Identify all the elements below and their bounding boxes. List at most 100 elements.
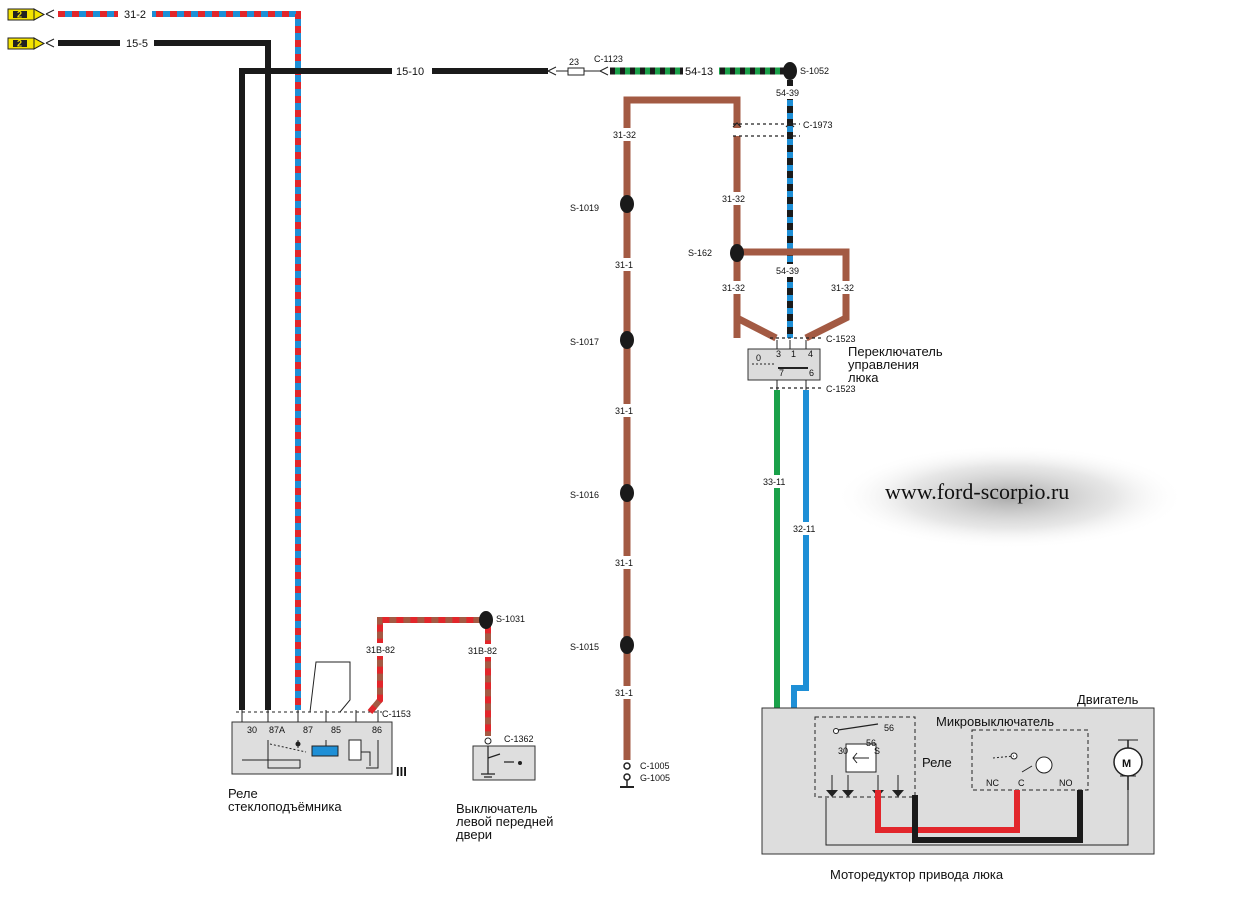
splice-label-s162: S-162 <box>688 248 712 258</box>
label-bg <box>612 556 642 569</box>
wire-label-31-1-a: 31-1 <box>615 260 633 270</box>
wire-label-31-32-a: 31-32 <box>613 130 636 140</box>
wire-label-31-1-d: 31-1 <box>615 688 633 698</box>
splice-s1016 <box>620 484 634 502</box>
roof-switch-title-1: Переключатель <box>848 344 943 359</box>
connector-c1123 <box>547 66 609 76</box>
ground-g1005 <box>620 762 634 788</box>
window-relay <box>231 710 393 775</box>
splice-label-s1031: S-1031 <box>496 614 525 624</box>
motor-pin-s: S <box>874 746 880 756</box>
splice-label-s1019: S-1019 <box>570 203 599 213</box>
wire-label-31-32-d: 31-32 <box>831 283 854 293</box>
wire-label-31b-82-a: 31B-82 <box>366 645 395 655</box>
connector-label-c1523-bottom: C-1523 <box>826 384 856 394</box>
relay-pin-30: 30 <box>247 725 257 735</box>
motor-microswitch-label: Микровыключатель <box>936 714 1054 729</box>
wire-label-23: 23 <box>569 57 579 67</box>
connector-label-c1973: C-1973 <box>803 120 833 130</box>
fuse-tag-top-number: 2 <box>17 10 22 20</box>
label-bg <box>118 7 152 21</box>
roof-switch-pin-7: 7 <box>779 368 784 378</box>
splice-label-s1016: S-1016 <box>570 490 599 500</box>
label-bg <box>683 64 719 78</box>
label-bg <box>760 475 796 488</box>
splice-s1031 <box>479 611 493 629</box>
wire-31-32-loop <box>623 96 850 342</box>
motor-nc-label: NC <box>986 778 999 788</box>
label-bg <box>719 192 755 205</box>
label-bg <box>612 258 642 271</box>
splice-label-s1015: S-1015 <box>570 642 599 652</box>
watermark-shadow <box>835 445 1185 549</box>
splice-label-s1017: S-1017 <box>570 337 599 347</box>
wire-31b-82 <box>367 617 491 736</box>
fuse-tag-top: 2 <box>7 8 46 21</box>
label-bg <box>773 264 809 277</box>
relay-pin-85: 85 <box>331 725 341 735</box>
connector-label-c1523-top: C-1523 <box>826 334 856 344</box>
splice-s162 <box>730 244 744 262</box>
wire-15-10 <box>239 68 548 710</box>
splice-s1052 <box>783 62 797 80</box>
door-switch-title-1: Выключатель <box>456 801 538 816</box>
wire-15-5 <box>45 38 271 710</box>
motor-m-label: M <box>1122 758 1131 770</box>
motor-c-label: C <box>1018 778 1025 788</box>
label-bg <box>120 36 154 50</box>
label-bg <box>612 686 642 699</box>
label-bg <box>364 643 408 656</box>
label-bg <box>828 281 864 294</box>
motor-pin-56b: 56 <box>866 738 876 748</box>
relay-pin-87-loop <box>309 661 351 713</box>
door-switch-title-3: двери <box>456 827 492 842</box>
roof-switch <box>747 337 822 390</box>
wire-label-54-39-top: 54-39 <box>776 88 799 98</box>
motor-engine-label: Двигатель <box>1077 692 1139 707</box>
wire-label-31-2: 31-2 <box>124 9 146 21</box>
wire-label-31-1-b: 31-1 <box>615 406 633 416</box>
roof-switch-pin-3: 3 <box>776 349 781 359</box>
wire-label-31-32-c: 31-32 <box>722 283 745 293</box>
relay-roman-label: III <box>396 764 407 779</box>
wire-31-2 <box>45 9 301 710</box>
relay-pin-87a: 87A <box>269 725 285 735</box>
relay-pin-87: 87 <box>303 725 313 735</box>
watermark: www.ford-scorpio.ru <box>885 479 1069 504</box>
connector-label-c1005: C-1005 <box>640 761 670 771</box>
motor-pin-30: 30 <box>838 746 848 756</box>
label-bg <box>466 644 510 657</box>
roof-switch-title-2: управления <box>848 357 919 372</box>
splice-s1015 <box>620 636 634 654</box>
wire-label-15-10: 15-10 <box>396 66 424 78</box>
roof-switch-pin-6: 6 <box>809 368 814 378</box>
splice-label-s1052: S-1052 <box>800 66 829 76</box>
label-bg <box>790 522 826 535</box>
relay-title-1: Реле <box>228 786 258 801</box>
wire-label-32-11: 32-11 <box>793 524 815 534</box>
wire-label-31-32-b: 31-32 <box>722 194 745 204</box>
label-bg <box>392 64 432 78</box>
motor-internal-wires <box>875 790 1083 843</box>
wire-label-33-11: 33-11 <box>763 477 785 487</box>
roof-switch-title-3: люка <box>848 370 879 385</box>
wire-label-54-13: 54-13 <box>685 66 713 78</box>
label-bg <box>612 404 642 417</box>
door-switch-title-2: левой передней <box>456 814 553 829</box>
door-switch <box>472 737 536 781</box>
wire-label-31b-82-b: 31B-82 <box>468 646 497 656</box>
connector-label-c1362: C-1362 <box>504 734 534 744</box>
label-bg <box>610 128 646 141</box>
wire-label-15-5: 15-5 <box>126 38 148 50</box>
connector-label-c1153: C-1153 <box>382 709 411 719</box>
connector-c1973 <box>732 122 800 137</box>
motor-relay-label: Реле <box>922 755 952 770</box>
splice-s1019 <box>620 195 634 213</box>
fuse-tag-second: 2 <box>7 37 46 50</box>
motor-caption: Моторедуктор привода люка <box>830 867 1004 882</box>
wire-label-54-39-mid: 54-39 <box>776 266 799 276</box>
splice-s1017 <box>620 331 634 349</box>
connector-label-g1005: G-1005 <box>640 773 670 783</box>
label-bg <box>773 86 809 99</box>
